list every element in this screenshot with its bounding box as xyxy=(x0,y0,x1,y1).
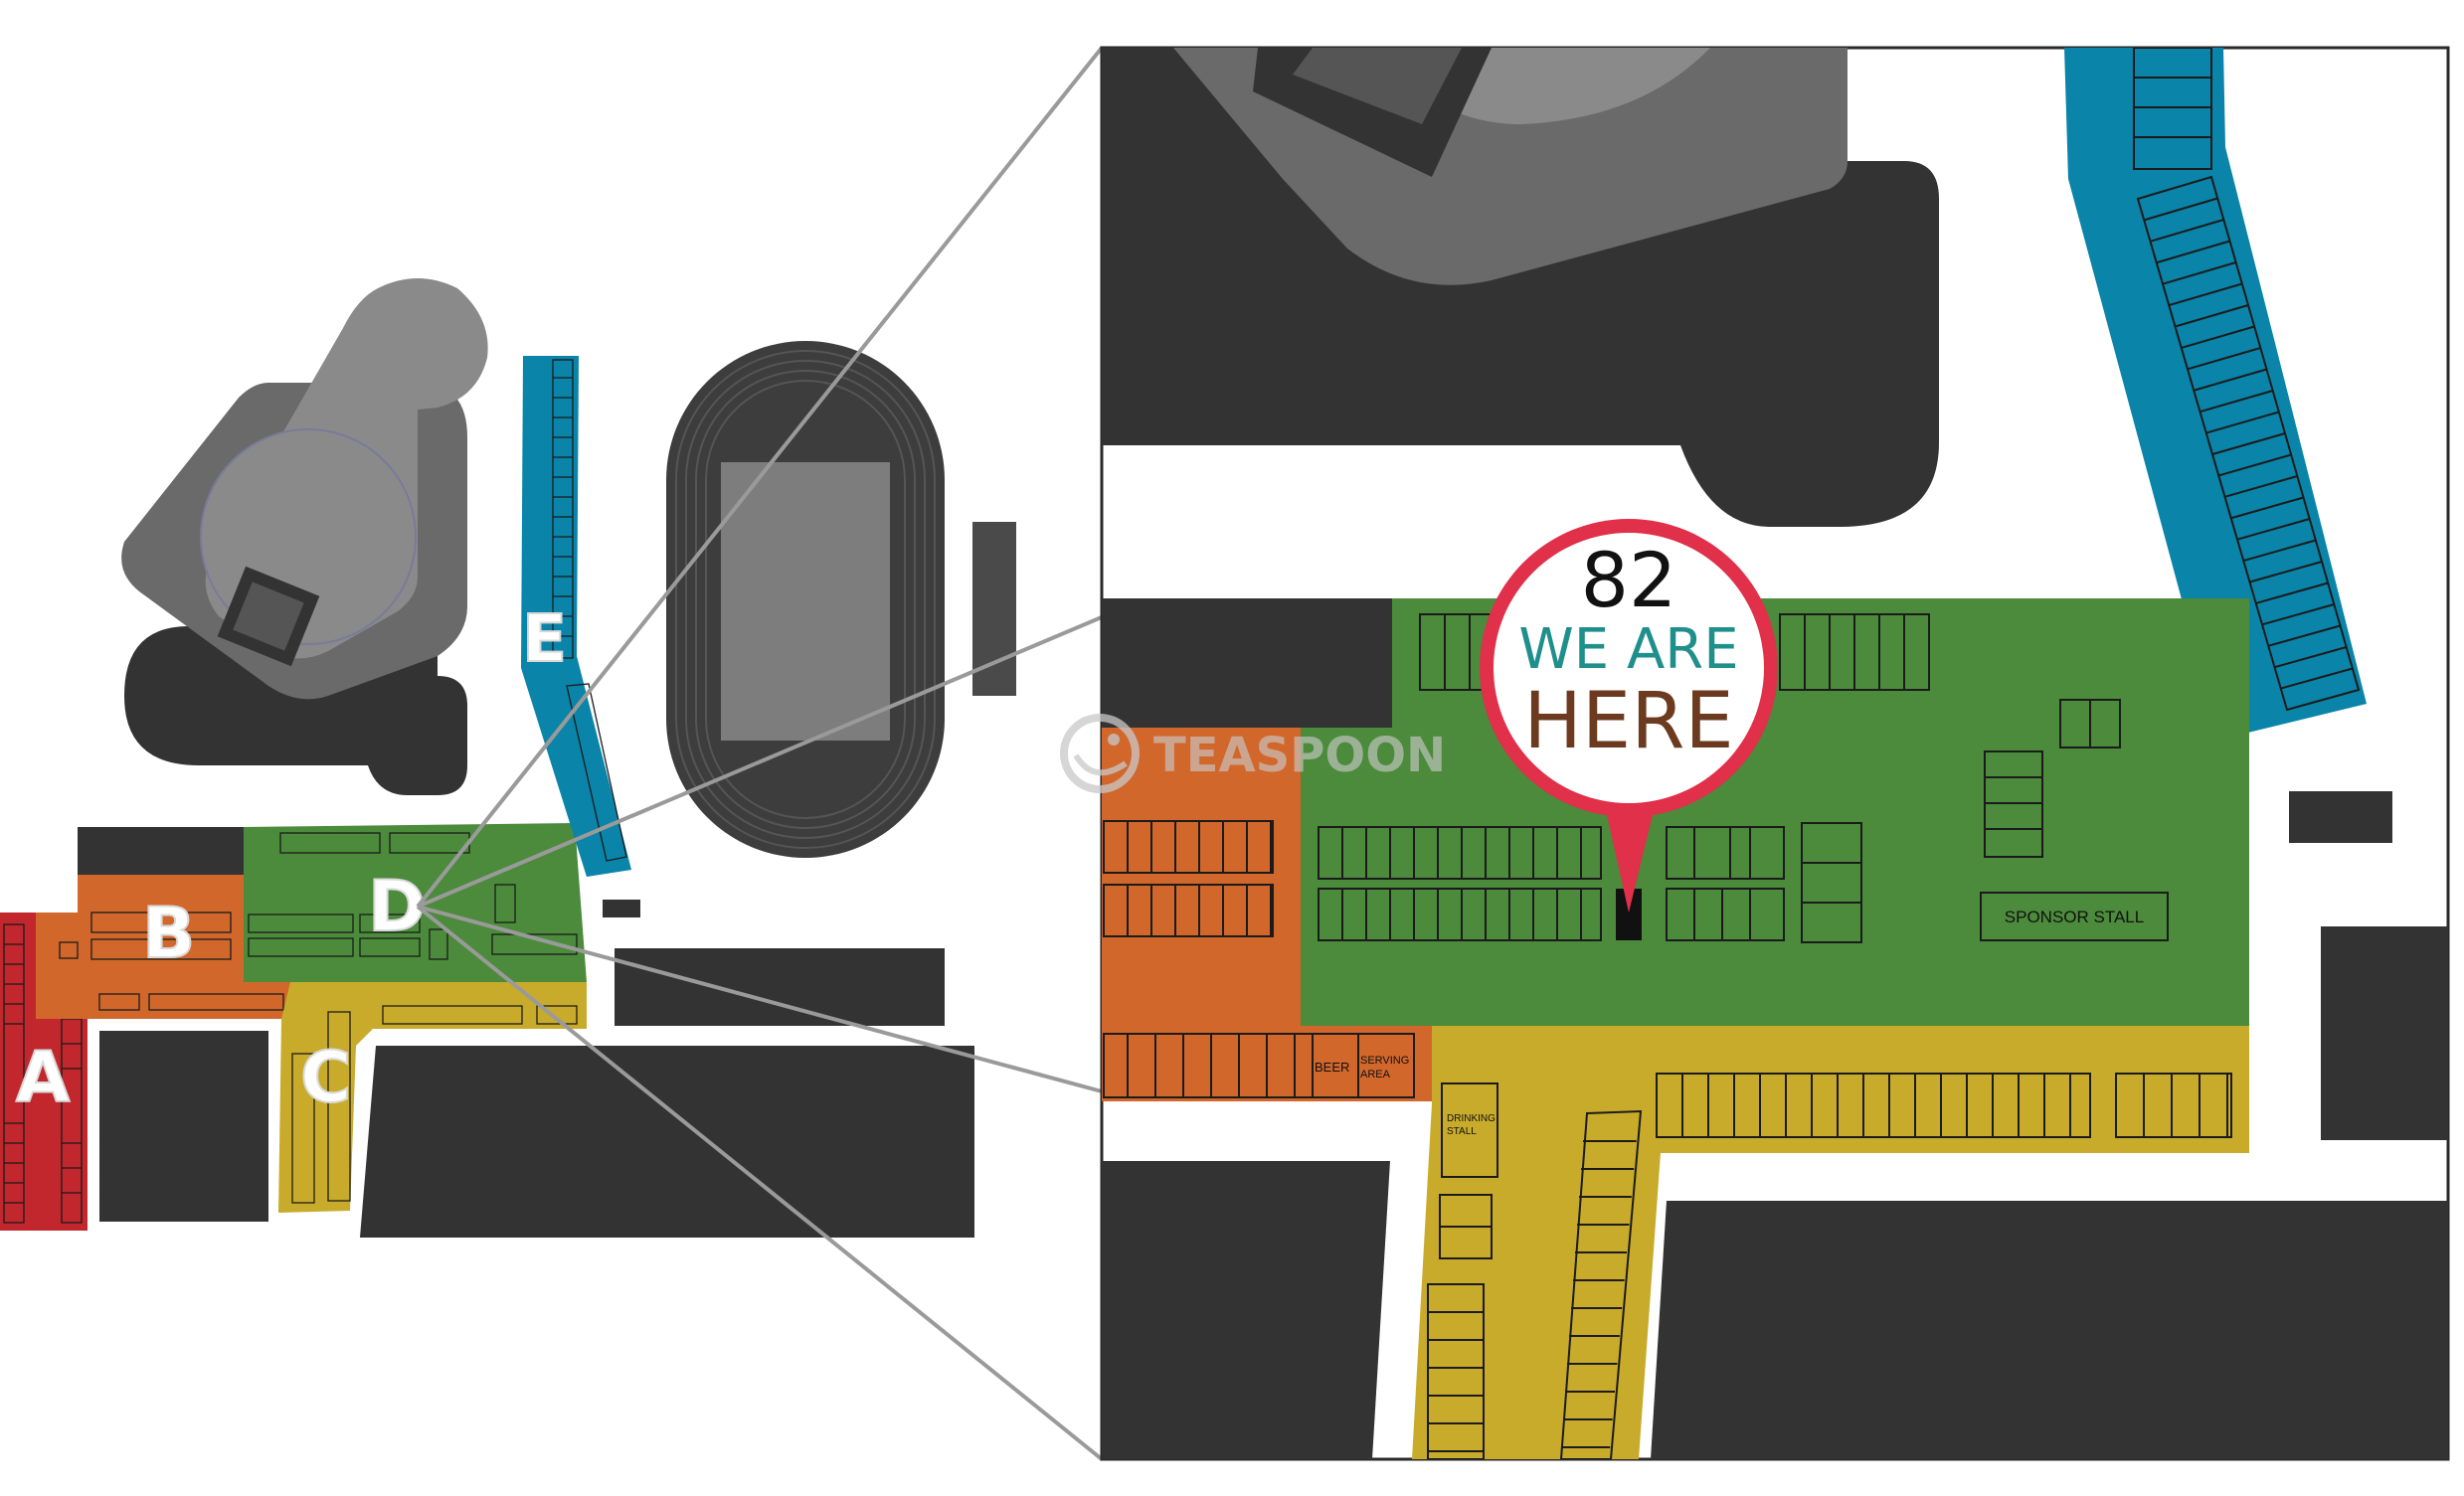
pin-face xyxy=(1494,533,1764,803)
zone-e xyxy=(521,356,631,877)
detail-building-left-bottom xyxy=(1102,1161,1390,1459)
zone-d-stalls xyxy=(248,832,578,960)
building-main-block xyxy=(360,1046,974,1238)
detail-zone-c xyxy=(1412,1026,2249,1459)
zone-d xyxy=(244,823,587,982)
detail-building-left-top xyxy=(1102,598,1392,728)
stall-divider xyxy=(2211,432,2286,455)
zone-e-stalls xyxy=(552,359,627,862)
detail-zone-c-stalls: DRINKING STALL xyxy=(1427,1073,2232,1459)
pin-line1: WE ARE xyxy=(1518,617,1738,682)
zone-b-label: B xyxy=(142,893,195,974)
zone-c-stalls xyxy=(291,1005,578,1204)
stall-divider xyxy=(2236,518,2310,541)
stall-divider xyxy=(2280,667,2354,690)
stall-divider xyxy=(2175,304,2249,328)
stall-divider xyxy=(2200,390,2273,414)
stall-divider xyxy=(2261,603,2335,626)
detail-scoreboard-inner xyxy=(1293,48,1462,124)
building-a-block xyxy=(99,1031,268,1222)
stall-divider xyxy=(2193,368,2267,392)
stall-divider xyxy=(2274,646,2347,669)
detail-map: SPONSOR STALL BEER SERVING AREA xyxy=(1100,46,2450,1461)
stadium-scoreboard xyxy=(217,566,320,667)
zone-a-stalls xyxy=(3,923,83,1224)
drinking-stall-label-2: STALL xyxy=(1447,1126,1477,1137)
zone-b-stalls xyxy=(59,912,284,1011)
stall-divider xyxy=(2205,411,2280,434)
drinking-stall xyxy=(1441,1082,1498,1178)
zone-c-label: C xyxy=(300,1037,351,1118)
building-mid-block xyxy=(615,948,945,1026)
stall-divider xyxy=(2162,261,2236,285)
sponsor-stall xyxy=(1980,892,2169,941)
stall-divider xyxy=(2150,219,2224,243)
serving-area-label-1: SERVING xyxy=(1360,1055,1409,1067)
stall-divider xyxy=(2224,475,2298,498)
building-top-strip xyxy=(78,827,276,875)
zone-b xyxy=(36,875,290,1019)
pin-pointer xyxy=(1607,815,1653,913)
stall-divider xyxy=(2255,582,2329,604)
pin-line2: HERE xyxy=(1523,677,1733,766)
detail-building-right-small xyxy=(2289,791,2392,843)
zone-a xyxy=(0,913,88,1231)
zone-d-label: D xyxy=(368,866,426,947)
teaspoon-watermark: TEASPOON xyxy=(1060,714,1446,793)
stall-divider xyxy=(2143,197,2218,222)
stall-divider xyxy=(2242,539,2317,563)
stall-divider xyxy=(2168,282,2243,307)
beer-label: BEER xyxy=(1315,1060,1349,1075)
detail-zone-b-stalls: BEER SERVING AREA xyxy=(1103,820,1415,1098)
detail-zone-d-stalls: SPONSOR STALL xyxy=(1318,613,2169,943)
pin-stall-number: 82 xyxy=(1581,536,1677,624)
zone-c xyxy=(278,982,587,1213)
stall-divider xyxy=(2181,325,2255,349)
stadium-complex xyxy=(121,278,488,795)
watermark-text: TEASPOON xyxy=(1153,728,1446,783)
running-track xyxy=(666,341,945,858)
building-small-block xyxy=(603,900,640,917)
detail-building-right-large xyxy=(2321,926,2448,1140)
stall-divider xyxy=(2187,347,2261,371)
zone-a-label: A xyxy=(16,1037,70,1118)
stall-divider xyxy=(2217,453,2292,477)
stall-divider xyxy=(2267,624,2341,647)
detail-zone-e-stalls xyxy=(2133,48,2361,712)
stall-divider xyxy=(2230,496,2304,520)
detail-zone-e xyxy=(2064,48,2367,740)
we-are-here-pin: 82 WE ARE HERE xyxy=(1480,519,1778,913)
overview-map: A B C D E xyxy=(0,278,1016,1238)
stall-divider xyxy=(2249,561,2323,583)
teaspoon-logo-icon xyxy=(1060,714,1140,793)
detail-building-bottom-right xyxy=(1651,1201,2448,1459)
zone-e-label: E xyxy=(522,600,567,677)
drinking-stall-label-1: DRINKING xyxy=(1447,1113,1496,1124)
sponsor-stall-label: SPONSOR STALL xyxy=(2005,908,2144,926)
stall-divider xyxy=(2156,240,2230,264)
serving-area-label-2: AREA xyxy=(1360,1069,1391,1080)
